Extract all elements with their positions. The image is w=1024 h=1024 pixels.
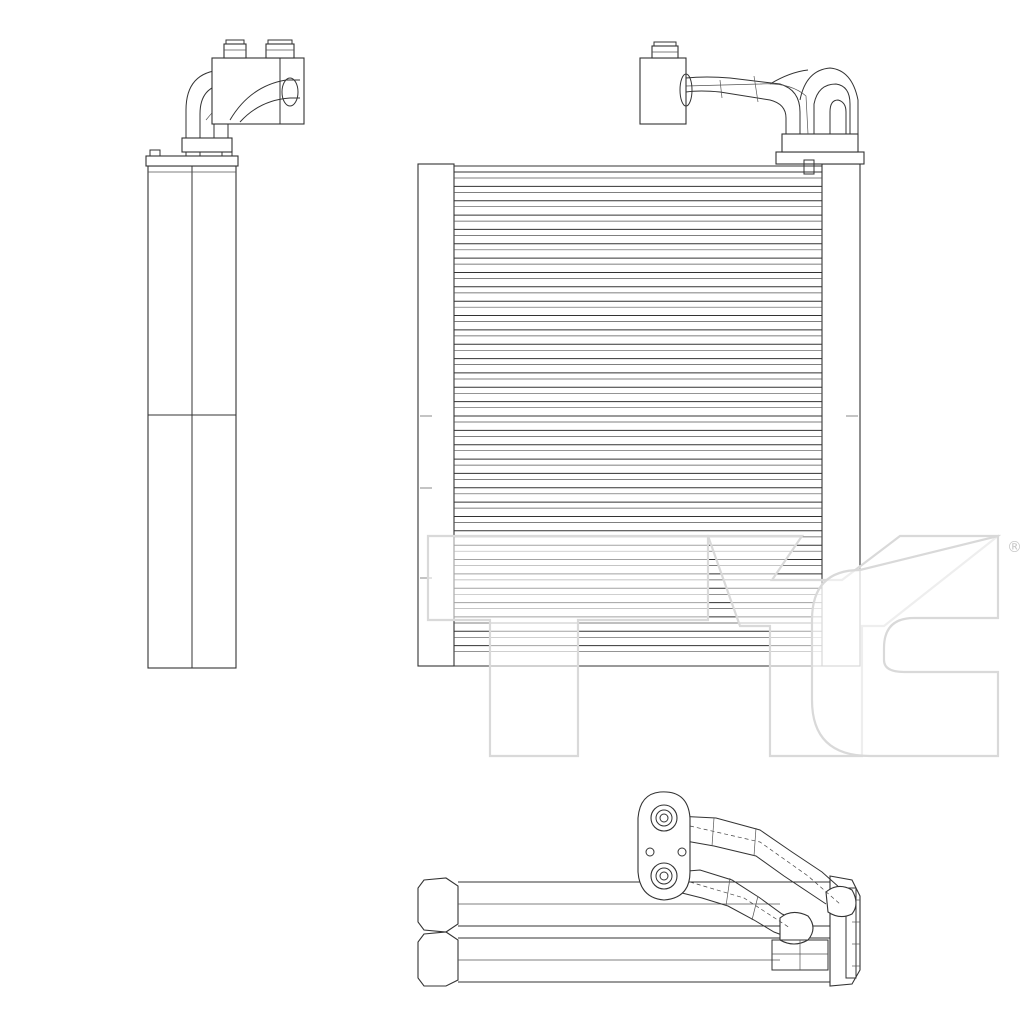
front-view-flange (781, 133, 859, 153)
watermark-letter-c (810, 534, 1000, 758)
side-view-port-right (265, 43, 295, 59)
bottom-view (417, 791, 861, 987)
side-view-port-left (223, 43, 247, 59)
side-view (145, 39, 305, 669)
bottom-view-port-upper (650, 804, 678, 832)
tyc-watermark: ® (426, 534, 1022, 758)
bottom-view-upper-tube (417, 877, 459, 933)
bottom-view-port-lower (650, 862, 678, 890)
side-view-fitting-block (181, 137, 233, 153)
side-view-valve-block (211, 57, 305, 125)
watermark-letter-t (426, 534, 710, 758)
bottom-view-lower-tube (417, 931, 459, 987)
front-view-valve-block (639, 57, 687, 125)
registered-mark: ® (1007, 538, 1022, 556)
